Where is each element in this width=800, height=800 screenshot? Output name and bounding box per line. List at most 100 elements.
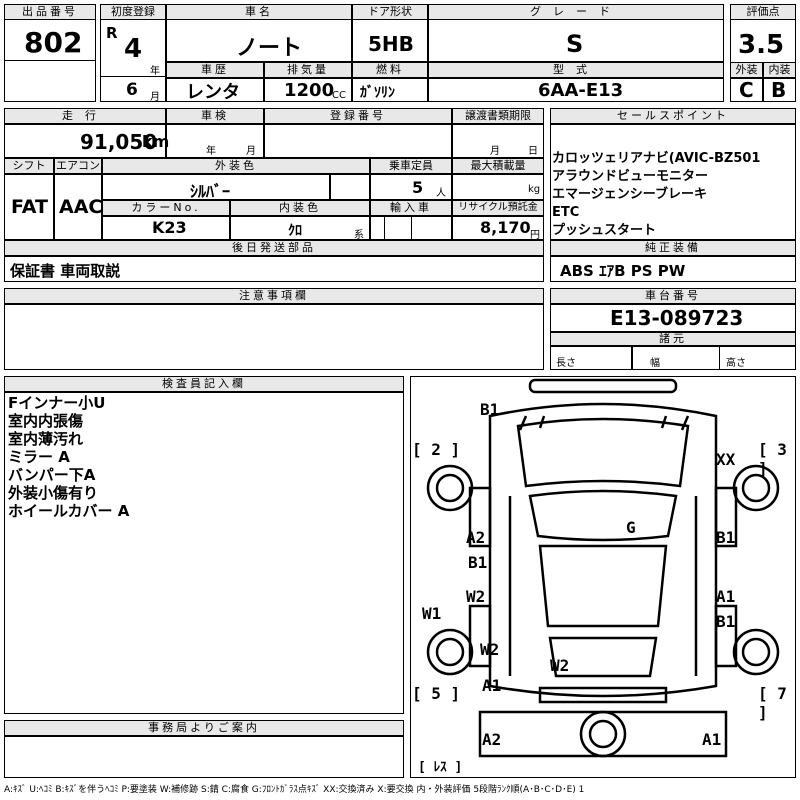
recycle: 8,170 bbox=[480, 218, 531, 237]
length-label: 長さ bbox=[556, 358, 576, 369]
inspector-note: バンパー下A bbox=[8, 466, 96, 484]
inspection-box bbox=[166, 124, 264, 158]
width-label: 幅 bbox=[650, 358, 660, 369]
door-label: ドア形状 bbox=[352, 4, 428, 20]
shift-label: シフト bbox=[4, 158, 54, 174]
equipment-box bbox=[550, 256, 796, 282]
fuel-box bbox=[352, 78, 428, 102]
loading-unit: kg bbox=[528, 184, 541, 195]
equipment: ABS ｴｱB PS PW bbox=[560, 262, 686, 280]
recycle-label: リサイクル預託金 bbox=[452, 200, 544, 216]
reg-no-box bbox=[264, 124, 452, 158]
reg-month-divider bbox=[100, 76, 166, 102]
ac: AAC bbox=[59, 196, 103, 218]
damage-a1-right: A1 bbox=[716, 587, 736, 606]
transfer-month-unit: 月 bbox=[490, 146, 500, 157]
insp-year-unit: 年 bbox=[206, 146, 216, 157]
capacity: 5 bbox=[412, 178, 424, 197]
car-diagram-svg bbox=[426, 378, 780, 758]
later-items-box bbox=[4, 256, 544, 282]
sales-point-item: プッシュスタート bbox=[552, 223, 657, 238]
door: 5HB bbox=[368, 32, 414, 56]
lot-no: 802 bbox=[24, 26, 83, 59]
shift: FAT bbox=[11, 196, 48, 218]
int-color-unit: 系 bbox=[354, 230, 364, 241]
spare-tire-label: [ ﾚｽ ] bbox=[418, 760, 463, 775]
recycle-unit: 円 bbox=[530, 230, 540, 241]
damage-g: G bbox=[626, 518, 636, 537]
ext-color: ｼﾙﾊﾞｰ bbox=[190, 182, 231, 201]
inspector-note: 室内薄汚れ bbox=[8, 430, 84, 448]
spec-divider-1 bbox=[550, 346, 632, 370]
history-box bbox=[166, 78, 264, 102]
inspector-label: 検査員記入欄 bbox=[4, 376, 404, 392]
spec-label: 諸元 bbox=[550, 332, 796, 346]
height-label: 高さ bbox=[726, 358, 746, 369]
damage-w2-left2: W2 bbox=[480, 640, 500, 659]
inspector-note: 室内内張傷 bbox=[8, 412, 84, 430]
ext-color-label: 外装色 bbox=[102, 158, 370, 174]
score: 3.5 bbox=[738, 30, 785, 60]
exterior-grade: C bbox=[739, 78, 754, 102]
grade-label: グレード bbox=[428, 4, 724, 20]
displacement-label: 排気量 bbox=[264, 62, 352, 78]
tire-5-label: [ 5 ] bbox=[412, 684, 461, 703]
month-unit: 月 bbox=[150, 92, 160, 103]
damage-diagram bbox=[410, 376, 796, 778]
car-name-label: 車名 bbox=[166, 4, 352, 20]
mileage-box bbox=[4, 124, 166, 158]
damage-b1-left: B1 bbox=[468, 553, 488, 572]
recycle-box bbox=[452, 216, 544, 240]
office-box bbox=[4, 736, 404, 778]
fuel: ｶﾞｿﾘﾝ bbox=[360, 85, 395, 101]
damage-b1-right2: B1 bbox=[716, 612, 736, 631]
int-color-label: 内装色 bbox=[230, 200, 370, 216]
year-unit: 年 bbox=[150, 66, 160, 77]
grade: S bbox=[566, 30, 584, 58]
history: レンタ bbox=[186, 82, 240, 103]
damage-xx: XX bbox=[716, 450, 736, 469]
interior-label: 内装 bbox=[763, 62, 796, 78]
interior-grade: B bbox=[771, 78, 787, 102]
inspector-note: ホイールカバー A bbox=[8, 502, 130, 520]
capacity-label: 乗車定員 bbox=[370, 158, 452, 174]
model-box bbox=[428, 78, 724, 102]
reg-year: 4 bbox=[124, 34, 143, 64]
lot-no-lower bbox=[4, 60, 96, 102]
loading-label: 最大積載量 bbox=[452, 158, 544, 174]
sales-points-box bbox=[550, 124, 796, 240]
history-label: 車歴 bbox=[166, 62, 264, 78]
displacement-box bbox=[264, 78, 352, 102]
capacity-box bbox=[370, 174, 452, 200]
ac-label: エアコン bbox=[54, 158, 102, 174]
damage-b1-top: B1 bbox=[480, 400, 500, 419]
model-label: 型式 bbox=[428, 62, 724, 78]
era: R bbox=[106, 24, 118, 42]
damage-b1-right: B1 bbox=[716, 528, 736, 547]
inspection-label: 車検 bbox=[166, 108, 264, 124]
int-color-box bbox=[230, 216, 370, 240]
damage-w1: W1 bbox=[422, 604, 442, 623]
damage-w2-center: W2 bbox=[550, 656, 570, 675]
transfer-box bbox=[452, 124, 544, 158]
lot-no-label: 出品番号 bbox=[4, 4, 96, 20]
chassis-label: 車台番号 bbox=[550, 288, 796, 304]
sales-point-item: エマージェンシーブレーキ bbox=[552, 187, 707, 202]
color-no: K23 bbox=[152, 218, 187, 237]
chassis-box bbox=[550, 304, 796, 332]
import-box-divider bbox=[384, 216, 412, 240]
inspector-box bbox=[4, 392, 404, 714]
sales-point-item: カロッツェリアナビ(AVIC-BZ501 bbox=[552, 151, 761, 166]
shift-box bbox=[4, 174, 54, 240]
later-items-label: 後日発送部品 bbox=[4, 240, 544, 256]
import-label: 輸入車 bbox=[370, 200, 452, 216]
insp-month-unit: 月 bbox=[246, 146, 256, 157]
chassis: E13-089723 bbox=[610, 306, 744, 330]
car-name: ノート bbox=[236, 36, 303, 61]
ext-color-box bbox=[102, 174, 330, 200]
caution-label: 注意事項欄 bbox=[4, 288, 544, 304]
inspector-note: 外装小傷有り bbox=[8, 484, 99, 502]
sales-point-item: アラウンドビューモニター bbox=[552, 169, 709, 184]
loading-box bbox=[452, 174, 544, 200]
